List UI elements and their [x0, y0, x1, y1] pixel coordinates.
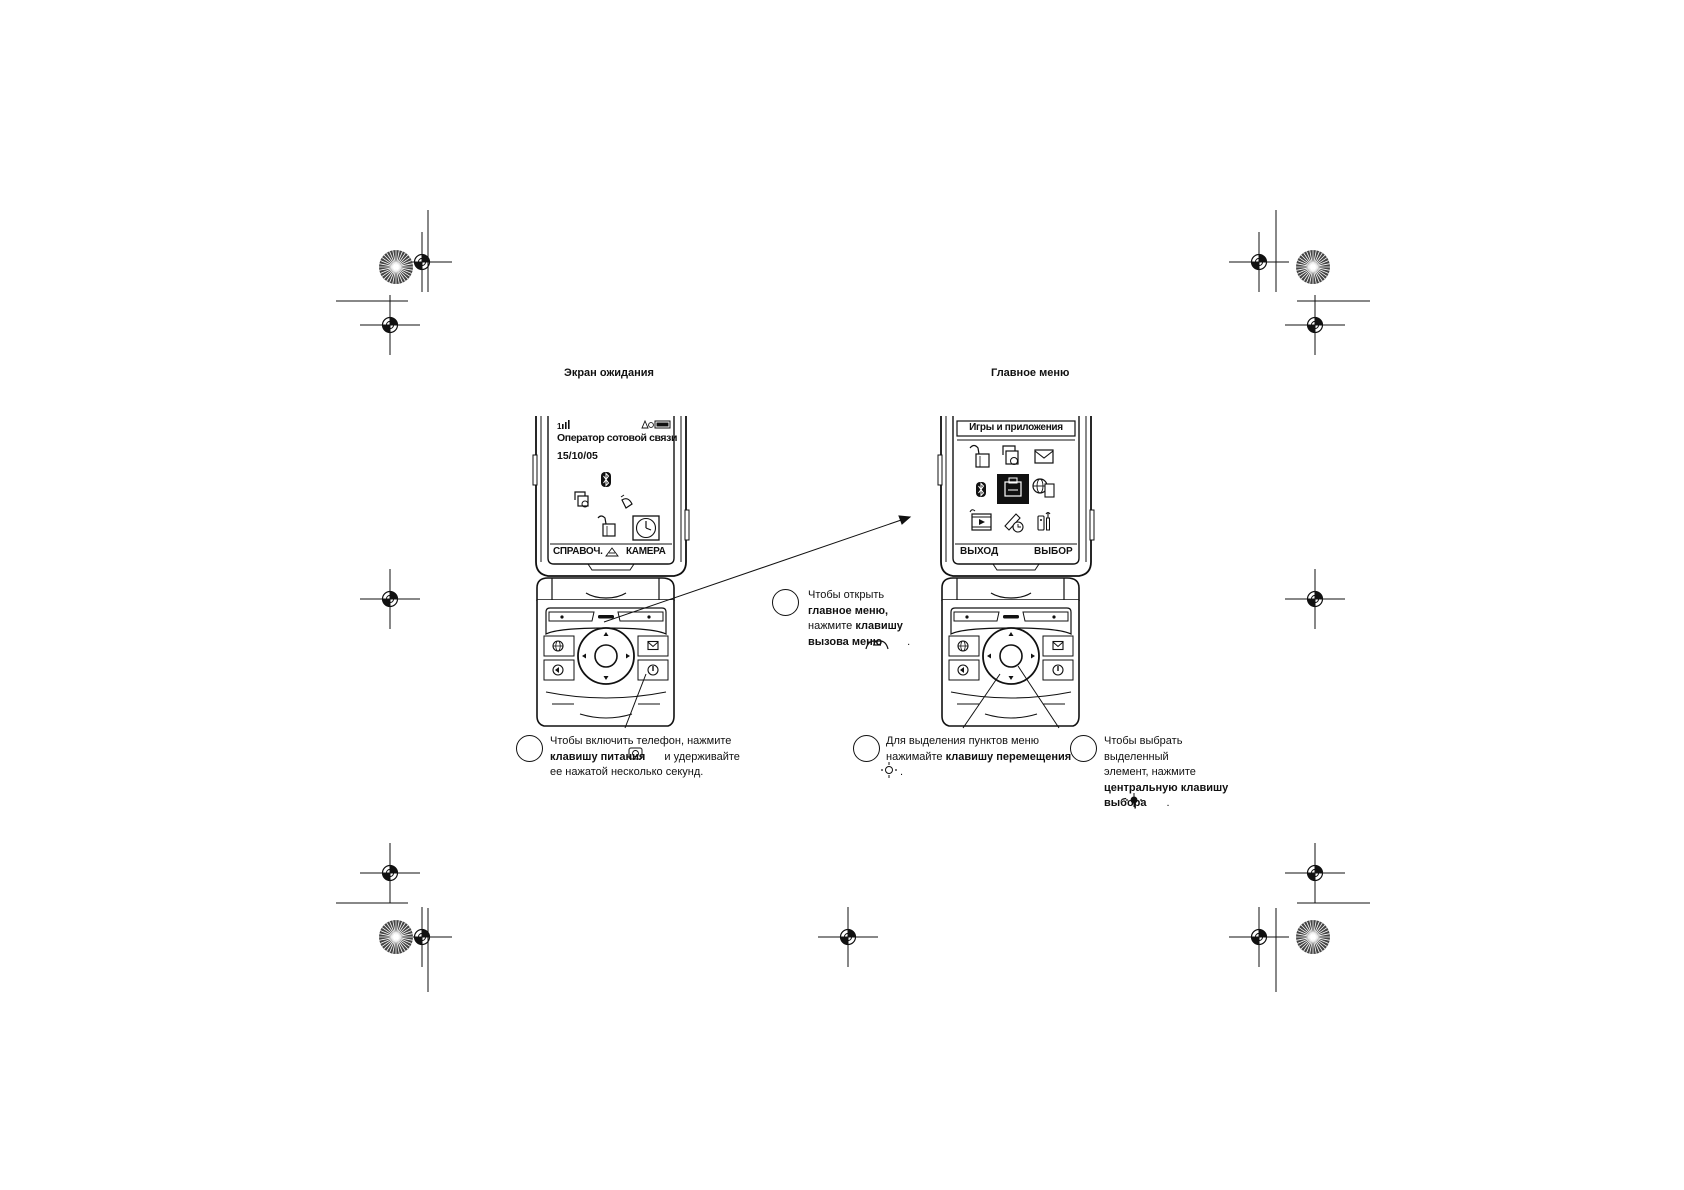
main-menu-caption: Главное меню — [991, 367, 1070, 379]
leader-lines — [603, 515, 1060, 729]
phone-main-menu — [937, 416, 1095, 727]
ringer-style-icon — [620, 494, 633, 509]
standby-caption: Экран ожидания — [564, 367, 654, 379]
menu-title: Игры и приложения — [969, 422, 1063, 433]
bluetooth-icon — [976, 482, 986, 497]
bluetooth-icon — [601, 472, 611, 487]
softkey-right-standby[interactable]: КАМЕРА — [626, 546, 666, 557]
phone-standby: 1 — [532, 416, 690, 727]
crop-marks — [336, 210, 1370, 992]
tools-icon — [1004, 513, 1024, 533]
web-access-icon — [1032, 478, 1055, 498]
games-apps-icon — [997, 474, 1029, 504]
step-circle-navigate — [853, 735, 880, 762]
menu-key-glyph — [865, 640, 889, 650]
multimedia-icon — [969, 509, 992, 531]
callout-select-key: Чтобы выбрать выделенный элемент, нажмит… — [1104, 735, 1229, 809]
center-key-glyph — [1126, 793, 1142, 807]
nav-key-glyph — [881, 762, 897, 778]
step-circle-select — [1070, 735, 1097, 762]
phonebook-icon — [969, 444, 990, 468]
callout-menu-key: Чтобы открыть главное меню, нажмите клав… — [808, 589, 911, 648]
softkey-right-menu[interactable]: ВЫБОР — [1034, 546, 1073, 557]
step-circle-menu — [772, 589, 799, 616]
phonebook-icon — [597, 515, 616, 537]
softkey-left-standby[interactable]: СПРАВОЧ. — [553, 546, 603, 557]
operator-name: Оператор сотовой связи — [557, 432, 678, 444]
recent-calls-icon — [574, 491, 589, 508]
standby-date: 15/10/05 — [557, 450, 598, 462]
softkey-left-menu[interactable]: ВЫХОД — [960, 546, 999, 557]
settings-icon — [1037, 511, 1051, 531]
svg-text:1: 1 — [557, 422, 562, 431]
step-circle-power — [516, 735, 543, 762]
callout-power-key: Чтобы включить телефон, нажмите клавишу … — [550, 735, 740, 778]
messages-icon — [1034, 449, 1054, 464]
power-key-glyph — [628, 747, 643, 760]
recent-calls-icon — [1002, 445, 1019, 465]
callout-navigate-key: Для выделения пунктов меню нажимайте кла… — [886, 735, 1072, 778]
clock-icon — [632, 515, 660, 541]
